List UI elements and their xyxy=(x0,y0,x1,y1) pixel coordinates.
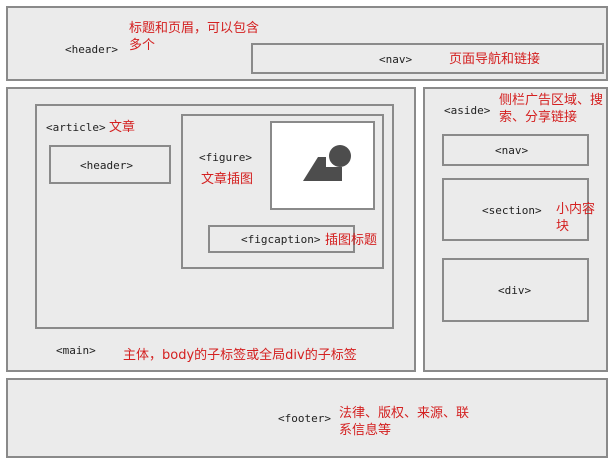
figcaption-tag: <figcaption> xyxy=(241,233,321,246)
section-block xyxy=(442,178,589,241)
nav-note: 页面导航和链接 xyxy=(449,52,541,67)
aside-div-tag: <div> xyxy=(498,284,532,297)
header-tag: <header> xyxy=(65,43,118,56)
header-note: 标题和页眉，可以包含多个 xyxy=(129,21,260,53)
image-placeholder-icon xyxy=(303,145,351,181)
article-note: 文章 xyxy=(109,120,136,135)
nav-block xyxy=(251,43,604,74)
aside-div-block xyxy=(442,258,589,322)
aside-nav-tag: <nav> xyxy=(495,144,529,157)
figure-tag: <figure> xyxy=(199,151,252,164)
figure-image-frame xyxy=(270,121,375,210)
article-header-block xyxy=(49,145,171,184)
footer-tag: <footer> xyxy=(278,412,331,425)
main-tag: <main> xyxy=(56,344,96,357)
main-note: 主体，body的子标签或全局div的子标签 xyxy=(123,348,357,363)
section-note: 小内容块 xyxy=(556,202,596,234)
aside-nav-block xyxy=(442,134,589,166)
article-header-tag: <header> xyxy=(80,159,133,172)
section-tag: <section> xyxy=(482,204,542,217)
footer-block xyxy=(6,378,608,458)
footer-note: 法律、版权、来源、联系信息等 xyxy=(339,406,470,438)
aside-tag: <aside> xyxy=(444,104,491,117)
figure-note: 文章插图 xyxy=(201,172,254,187)
nav-tag: <nav> xyxy=(379,53,413,66)
figcaption-note: 插图标题 xyxy=(325,233,378,248)
figcaption-block xyxy=(208,225,355,253)
aside-note: 侧栏广告区域、搜索、分享链接 xyxy=(499,93,604,125)
article-tag: <article> xyxy=(46,121,106,134)
